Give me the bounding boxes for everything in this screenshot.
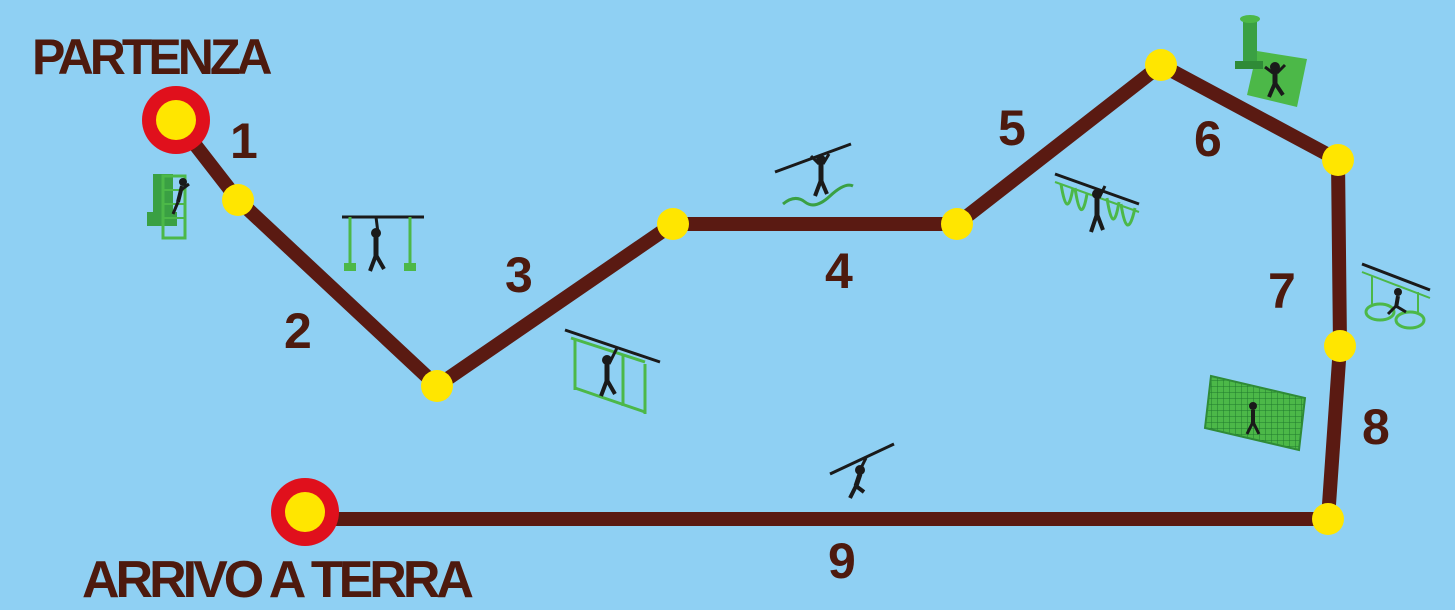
segment-number: 2 [284, 303, 312, 359]
platform-node [657, 208, 689, 240]
rope-loops-icon [1055, 174, 1139, 232]
segment-number: 6 [1194, 111, 1222, 167]
platform-node [1322, 144, 1354, 176]
platform-node [222, 184, 254, 216]
segment-number: 3 [505, 247, 533, 303]
segment-number: 8 [1362, 399, 1390, 455]
platform-node [941, 208, 973, 240]
segment-number: 7 [1268, 263, 1296, 319]
segment-number: 5 [998, 100, 1026, 156]
trapeze-bridge-icon [342, 217, 424, 271]
climbing-tower-icon [147, 174, 189, 238]
platform-node [1145, 49, 1177, 81]
platform-node [421, 370, 453, 402]
finish-marker [271, 478, 339, 546]
hanging-bridge-icon [565, 330, 660, 414]
segment-number: 9 [828, 533, 856, 589]
segment-number: 4 [825, 243, 853, 299]
platform-node [1312, 503, 1344, 535]
course-path [176, 65, 1340, 519]
tightrope-icon [775, 144, 853, 205]
ring-bridge-icon [1362, 264, 1430, 328]
start-marker [142, 86, 210, 154]
zip-line-icon [830, 444, 894, 498]
platform-node [1324, 330, 1356, 362]
net-wall-icon [1205, 376, 1305, 450]
climbing-wall-icon [1235, 15, 1307, 107]
segment-number: 1 [230, 113, 258, 169]
